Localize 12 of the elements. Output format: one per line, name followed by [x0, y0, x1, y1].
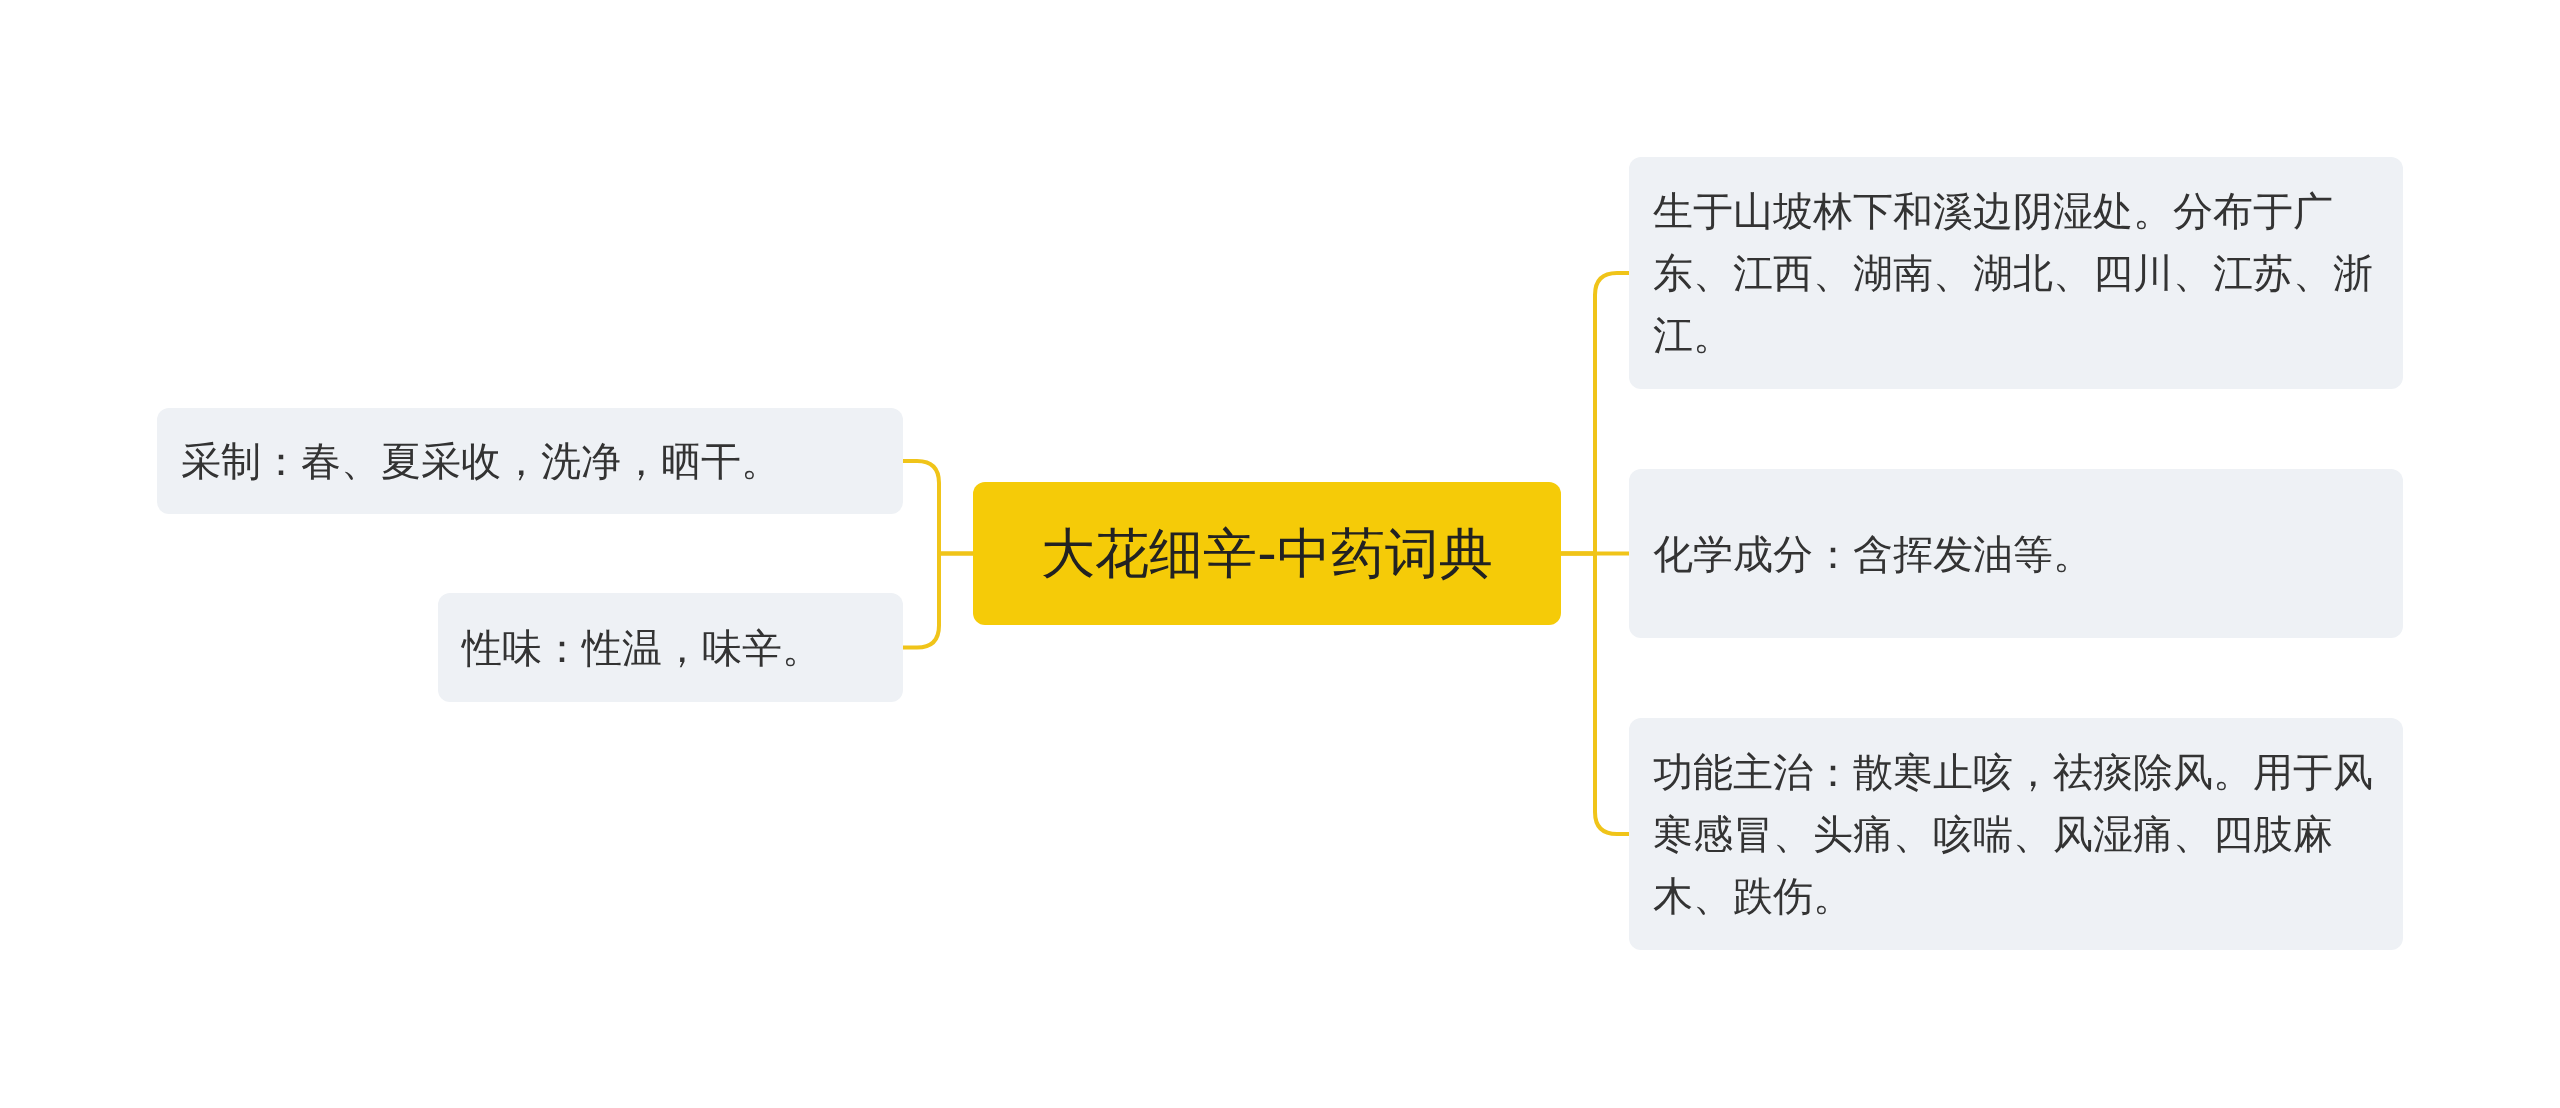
topic-text: 采制：春、夏采收，洗净，晒干。	[180, 437, 782, 486]
topic-text: 功能主治：散寒止咳，祛痰除风。用于风寒感冒、头痛、咳喘、风湿痛、四肢麻木、跌伤。	[1652, 748, 2374, 921]
topic-text: 生于山坡林下和溪边阴湿处。分布于广东、江西、湖南、湖北、四川、江苏、浙江。	[1652, 187, 2374, 360]
topic-box	[438, 593, 903, 702]
topic-box	[1629, 469, 2403, 638]
topic-text: 性味：性温，味辛。	[460, 623, 823, 673]
topic-box	[1629, 718, 2403, 950]
central-topic-box	[973, 482, 1561, 625]
topic-text: 大花细辛-中药词典	[1040, 520, 1494, 587]
topic-box	[1629, 157, 2403, 389]
topic-box	[157, 408, 903, 514]
topic-text: 化学成分：含挥发油等。	[1652, 529, 2094, 579]
